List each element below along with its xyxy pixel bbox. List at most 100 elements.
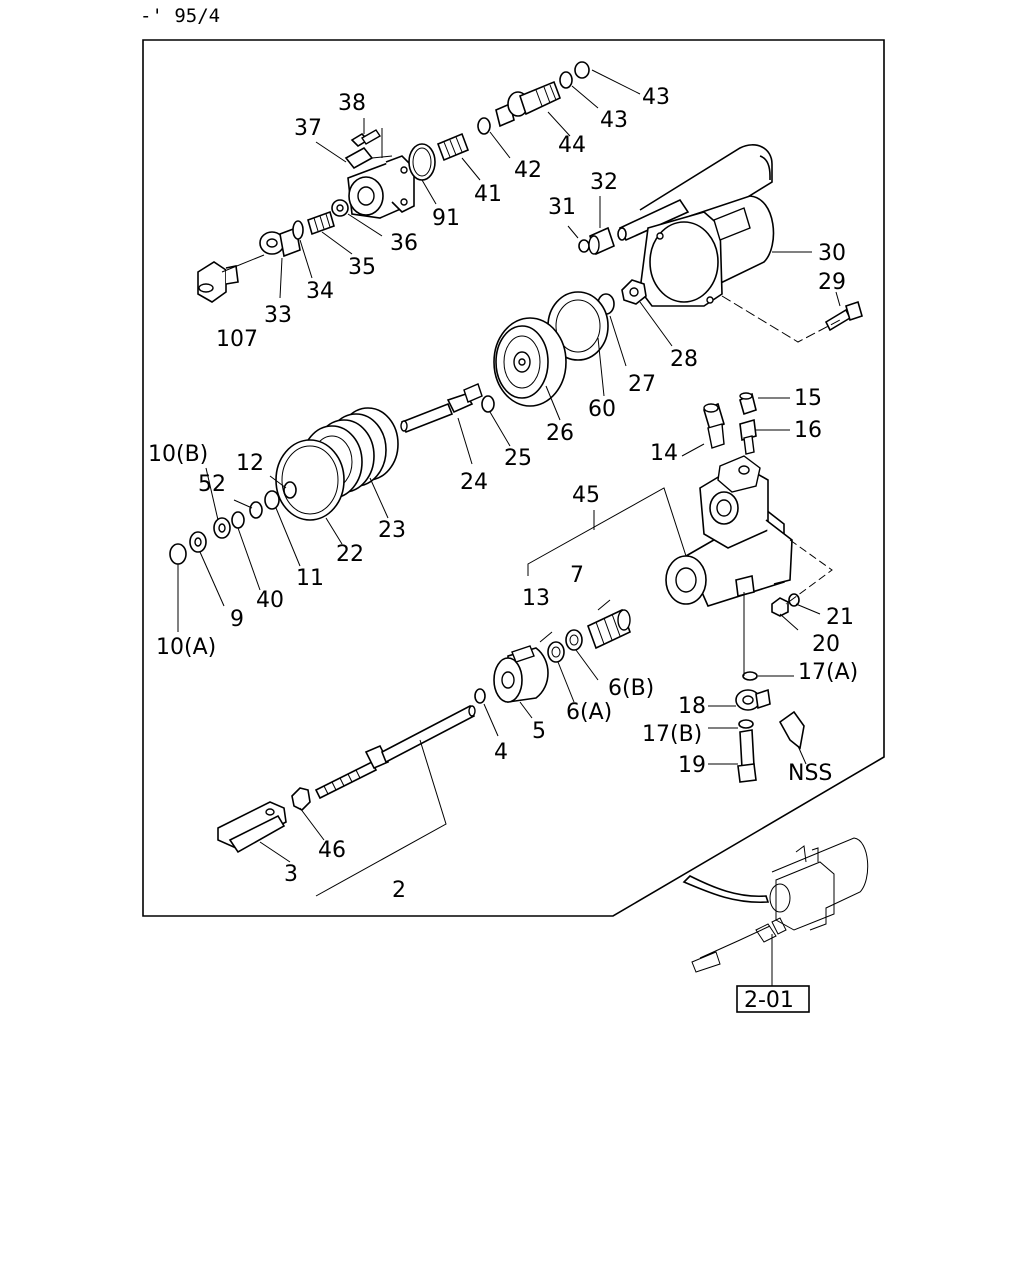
valve-body bbox=[347, 155, 415, 219]
label-18: 18 bbox=[678, 694, 706, 719]
label-32: 32 bbox=[590, 170, 618, 195]
label-26: 26 bbox=[546, 421, 574, 446]
label-5: 5 bbox=[532, 719, 546, 744]
label-31: 31 bbox=[548, 195, 576, 220]
part-5-piston bbox=[493, 645, 549, 703]
label-34: 34 bbox=[306, 279, 334, 304]
part-29-bolt bbox=[824, 300, 863, 332]
label-17b: 17(B) bbox=[642, 722, 702, 747]
label-10a: 10(A) bbox=[156, 635, 216, 660]
part-32-sleeve bbox=[588, 226, 615, 256]
label-44: 44 bbox=[558, 133, 586, 158]
label-17a: 17(A) bbox=[798, 660, 858, 685]
part-107-elbow-fitting bbox=[197, 261, 239, 303]
part-35-spring bbox=[307, 210, 335, 236]
label-40: 40 bbox=[256, 588, 284, 613]
label-9: 9 bbox=[230, 607, 244, 632]
part-37-pin bbox=[344, 146, 374, 170]
part-21-washer bbox=[788, 593, 800, 607]
label-37: 37 bbox=[294, 116, 322, 141]
label-43-lower: 43 bbox=[600, 108, 628, 133]
part-44-piston bbox=[495, 80, 562, 128]
label-20: 20 bbox=[812, 632, 840, 657]
part-41-spring bbox=[436, 132, 470, 162]
label-52: 52 bbox=[198, 472, 226, 497]
part-15-cap bbox=[739, 392, 757, 416]
label-21: 21 bbox=[826, 605, 854, 630]
part-6b-seal bbox=[565, 629, 583, 651]
part-19-banjo-bolt bbox=[737, 729, 757, 783]
label-41: 41 bbox=[474, 182, 502, 207]
label-36: 36 bbox=[390, 231, 418, 256]
label-107: 107 bbox=[216, 327, 258, 352]
label-nss: NSS bbox=[788, 761, 832, 786]
part-7-spring bbox=[586, 608, 632, 650]
reference-box-label: 2-01 bbox=[744, 988, 794, 1013]
label-25: 25 bbox=[504, 446, 532, 471]
label-42: 42 bbox=[514, 158, 542, 183]
label-27: 27 bbox=[628, 372, 656, 397]
label-6b: 6(B) bbox=[608, 676, 654, 701]
label-4: 4 bbox=[494, 740, 508, 765]
label-2: 2 bbox=[392, 878, 406, 903]
reference-box[interactable] bbox=[736, 985, 810, 1013]
part-12-circlip bbox=[283, 481, 297, 499]
part-22-ring bbox=[275, 439, 345, 521]
part-52-ring bbox=[249, 501, 263, 519]
part-31-o-ring bbox=[578, 239, 590, 253]
part-6a-seal bbox=[547, 641, 565, 663]
part-20-nut bbox=[771, 597, 789, 617]
label-23: 23 bbox=[378, 518, 406, 543]
label-15: 15 bbox=[794, 386, 822, 411]
label-46: 46 bbox=[318, 838, 346, 863]
part-number-labels: 43 43 44 42 41 91 38 37 36 35 34 33 107 … bbox=[148, 85, 858, 903]
reference-thumbnail bbox=[682, 837, 869, 973]
label-7: 7 bbox=[570, 563, 584, 588]
label-35: 35 bbox=[348, 255, 376, 280]
label-91: 91 bbox=[432, 206, 460, 231]
label-38: 38 bbox=[338, 91, 366, 116]
part-17b-washer bbox=[738, 719, 754, 729]
part-30-cylinder-assembly bbox=[617, 144, 775, 307]
label-24: 24 bbox=[460, 470, 488, 495]
part-40-o-ring bbox=[231, 511, 245, 529]
label-43-upper: 43 bbox=[642, 85, 670, 110]
label-60: 60 bbox=[588, 397, 616, 422]
label-19: 19 bbox=[678, 753, 706, 778]
label-16: 16 bbox=[794, 418, 822, 443]
part-4-circlip bbox=[474, 688, 486, 704]
label-13: 13 bbox=[522, 586, 550, 611]
part-10b-bushing bbox=[213, 517, 231, 539]
part-43-ring-b bbox=[574, 61, 590, 79]
label-33: 33 bbox=[264, 303, 292, 328]
label-3: 3 bbox=[284, 862, 298, 887]
part-2-push-rod-assembly bbox=[314, 704, 476, 800]
part-26-piston bbox=[493, 317, 567, 407]
label-12: 12 bbox=[236, 451, 264, 476]
part-16-bleeder-screw bbox=[739, 418, 757, 455]
part-36-nut bbox=[331, 199, 349, 217]
part-28-nut bbox=[621, 279, 647, 305]
part-24-push-rod bbox=[400, 383, 483, 434]
label-28: 28 bbox=[670, 347, 698, 372]
diagram-frame bbox=[142, 39, 885, 917]
label-45: 45 bbox=[572, 483, 600, 508]
part-11-washer bbox=[264, 490, 280, 510]
revision-code: -' 95/4 bbox=[140, 5, 220, 27]
part-3-clevis bbox=[217, 801, 287, 854]
part-38-bolt bbox=[350, 128, 393, 159]
part-14-bleeder bbox=[703, 402, 725, 449]
part-25-o-ring bbox=[481, 395, 495, 413]
part-34-ring bbox=[292, 220, 304, 240]
label-29: 29 bbox=[818, 270, 846, 295]
part-10a-bushing bbox=[169, 543, 187, 565]
label-22: 22 bbox=[336, 542, 364, 567]
label-10b: 10(B) bbox=[148, 442, 208, 467]
label-11: 11 bbox=[296, 566, 324, 591]
nss-bracket bbox=[778, 710, 805, 750]
part-42-o-ring bbox=[477, 117, 491, 135]
label-6a: 6(A) bbox=[566, 700, 612, 725]
label-30: 30 bbox=[818, 241, 846, 266]
part-18-banjo bbox=[735, 688, 771, 711]
